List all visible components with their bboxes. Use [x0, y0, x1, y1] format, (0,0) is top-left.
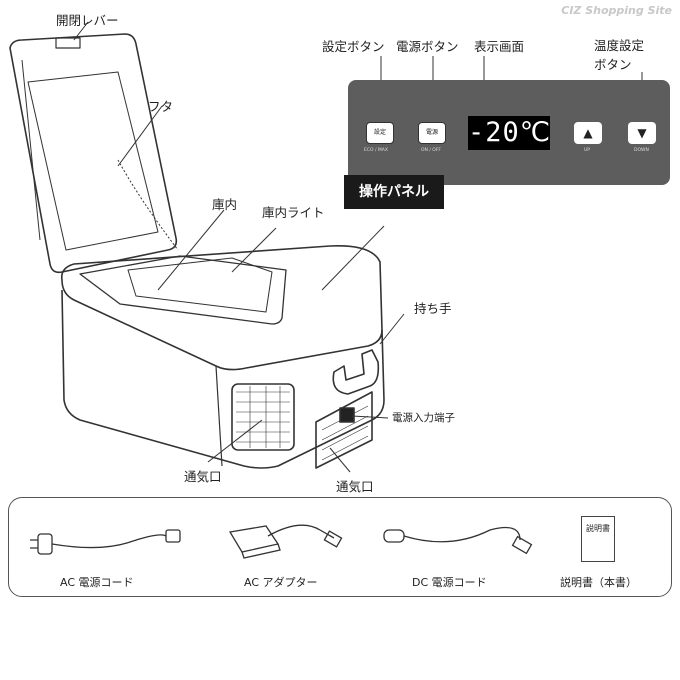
manual-icon: 説明書	[581, 516, 615, 562]
front-vent-shape	[231, 383, 295, 451]
interior-opening	[79, 255, 287, 325]
label-temp-buttons: 温度設定 ボタン	[594, 38, 645, 72]
lid-shape	[9, 33, 178, 274]
label-interior-light: 庫内ライト	[262, 205, 325, 220]
label-power-input: 電源入力端子	[392, 412, 455, 424]
settings-button-sub: ECO / MAX	[364, 148, 388, 153]
label-settings-button: 設定ボタン	[322, 39, 385, 54]
accessory-label-3: 説明書（本書）	[560, 576, 637, 589]
label-vent-side: 通気口	[336, 479, 374, 494]
accessories-box	[8, 497, 672, 597]
label-interior: 庫内	[212, 197, 238, 212]
control-panel-tag: 操作パネル	[344, 175, 444, 209]
label-lid-lever: 開閉レバー	[56, 13, 119, 28]
side-vent-shape	[315, 391, 373, 469]
dc-power-cord-icon	[383, 526, 533, 555]
triangle-down-icon: ▼	[637, 126, 647, 140]
down-button[interactable]: ▼	[628, 122, 656, 144]
fridge-illustration	[9, 21, 643, 473]
body-lower	[61, 289, 385, 469]
ac-power-cord-icon	[30, 529, 181, 555]
accessories-icons	[30, 524, 533, 559]
settings-button[interactable]: 設定	[366, 122, 394, 144]
accessory-label-2: DC 電源コード	[412, 576, 487, 589]
label-handle: 持ち手	[414, 301, 452, 316]
lid-lever-shape	[55, 37, 81, 49]
label-vent-front: 通気口	[184, 469, 222, 484]
power-input-shape	[339, 407, 355, 423]
handle-shape	[332, 349, 380, 395]
label-lid: フタ	[148, 99, 174, 114]
up-button[interactable]: ▲	[574, 122, 602, 144]
accessory-label-1: AC アダプター	[244, 576, 318, 589]
label-power-button: 電源ボタン	[396, 39, 459, 54]
label-display-screen: 表示画面	[474, 39, 525, 54]
body-top	[60, 245, 383, 371]
ac-adapter-icon	[228, 524, 343, 559]
accessory-label-0: AC 電源コード	[60, 576, 134, 589]
down-button-sub: DOWN	[634, 148, 649, 153]
triangle-up-icon: ▲	[583, 126, 593, 140]
power-button[interactable]: 電源	[418, 122, 446, 144]
display-screen: -20℃	[468, 116, 552, 150]
watermark: CIZ Shopping Site	[561, 4, 672, 17]
power-button-sub: ON / OFF	[421, 148, 442, 153]
up-button-sub: UP	[584, 148, 591, 153]
